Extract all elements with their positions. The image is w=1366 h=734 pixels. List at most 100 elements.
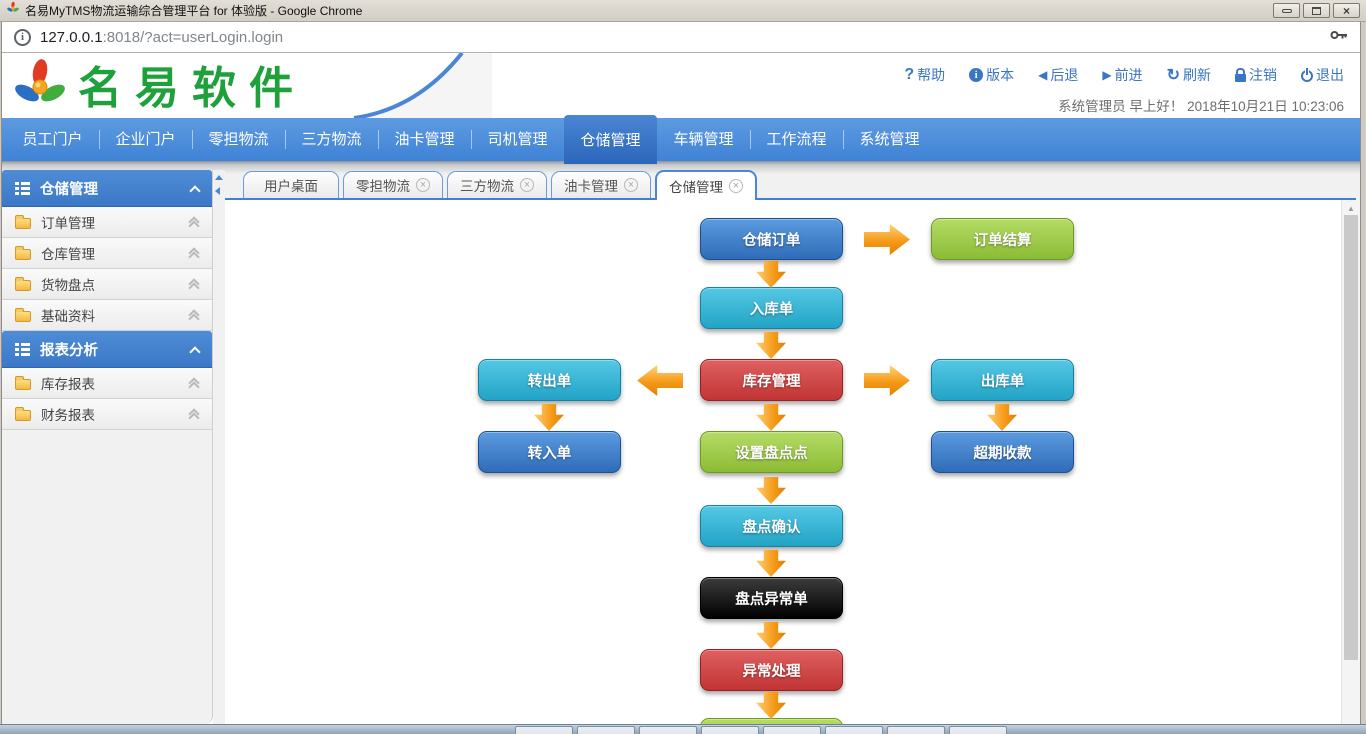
sidebar-item[interactable]: 基础资料 [2,300,212,331]
sidebar-item[interactable]: 订单管理 [2,207,212,238]
vertical-scrollbar[interactable]: ▲ [1341,200,1360,724]
flow-node-kucun-guanli[interactable]: 库存管理 [700,359,843,401]
flow-arrow-down-icon [534,404,564,431]
header-link-forward[interactable]: ▶前进 [1102,65,1142,85]
double-chevron-up-icon [189,409,199,420]
sidebar-item[interactable]: 财务报表 [2,399,212,430]
nav-item-3[interactable]: 零担物流 [192,118,285,161]
header-link-help[interactable]: ?帮助 [904,65,945,85]
tab-strip-underline [225,198,1356,200]
window-frame-right [1360,22,1366,724]
header-link-lock[interactable]: 注销 [1235,65,1277,85]
flow-node-zhuanchudan[interactable]: 转出单 [478,359,621,401]
folder-icon [15,215,31,229]
flow-node-chukudan[interactable]: 出库单 [931,359,1074,401]
header-link-refresh[interactable]: ↻刷新 [1167,65,1211,85]
back-icon: ◀ [1038,68,1048,82]
tab-3[interactable]: 三方物流 [447,171,547,198]
flow-node-yichang-chuli[interactable]: 异常处理 [700,649,843,691]
taskbar-button[interactable] [577,726,635,734]
window-titlebar[interactable]: 名易MyTMS物流运输综合管理平台 for 体验版 - Google Chrom… [0,0,1366,22]
flow-node-pandian-yichang[interactable]: 盘点异常单 [700,577,843,619]
sidebar-section-header-2[interactable]: 报表分析 [2,331,212,368]
flow-node-shezhi-pandian[interactable]: 设置盘点点 [700,431,843,473]
nav-item-2[interactable]: 企业门户 [99,118,192,161]
sidebar-item-label: 仓库管理 [41,247,95,262]
flow-node-dingdan-jiesuan[interactable]: 订单结算 [931,218,1074,260]
info-circle-icon[interactable]: i [14,28,31,46]
sidebar-item-label: 货物盘点 [41,278,95,293]
sidebar-item[interactable]: 库存报表 [2,368,212,399]
folder-icon [15,308,31,322]
sidebar-splitter[interactable] [213,170,225,724]
folder-icon [15,376,31,390]
flow-node-chaoqi-shoukuan[interactable]: 超期收款 [931,431,1074,473]
sidebar-item-label: 财务报表 [41,408,95,423]
nav-item-4[interactable]: 三方物流 [285,118,378,161]
chevron-up-icon [189,345,201,358]
header-link-back[interactable]: ◀后退 [1038,65,1078,85]
taskbar-button[interactable] [515,726,573,734]
app-favicon-icon [6,1,20,20]
nav-item-10[interactable]: 系统管理 [843,118,936,161]
nav-item-5[interactable]: 油卡管理 [378,118,471,161]
nav-item-6[interactable]: 司机管理 [471,118,564,161]
sidebar-section-header-1[interactable]: 仓储管理 [2,170,212,207]
flow-node-zhuanrudan[interactable]: 转入单 [478,431,621,473]
sidebar-section-title: 仓储管理 [40,181,98,198]
nav-item-1[interactable]: 员工门户 [22,131,83,148]
maximize-button[interactable] [1303,3,1330,18]
login-status-text: 系统管理员 早上好！ 2018年10月21日 10:23:06 [1058,99,1344,114]
logo: 名易软件 [12,56,306,121]
tab-2[interactable]: 零担物流 [343,171,443,198]
folder-icon [15,407,31,421]
chevron-up-icon [189,184,201,197]
tab-4[interactable]: 油卡管理 [551,171,651,198]
tab-close-icon[interactable] [520,178,534,192]
close-button[interactable]: × [1333,3,1360,18]
taskbar-button[interactable] [825,726,883,734]
flow-node-cangchu-dingdan[interactable]: 仓储订单 [700,218,843,260]
tab-label: 零担物流 [356,179,410,194]
splitter-up-icon[interactable] [215,175,223,180]
tab-close-icon[interactable] [624,178,638,192]
minimize-button[interactable] [1273,3,1300,18]
address-bar[interactable]: i 127.0.0.1:8018/?act=userLogin.login [2,22,1360,53]
tab-5[interactable]: 仓储管理 [655,170,757,200]
tab-close-icon[interactable] [729,179,743,193]
nav-item-8[interactable]: 车辆管理 [673,131,734,148]
minimize-icon [1281,8,1292,13]
taskbar-button[interactable] [639,726,697,734]
taskbar-button[interactable] [763,726,821,734]
scrollbar-thumb[interactable] [1344,215,1358,660]
sidebar: 仓储管理订单管理仓库管理货物盘点基础资料报表分析库存报表财务报表 [2,170,213,724]
flow-arrow-left-icon [637,365,683,396]
tab-label: 三方物流 [460,179,514,194]
header-link-power[interactable]: 退出 [1301,65,1344,85]
splitter-collapse-icon[interactable] [215,187,220,195]
windows-taskbar[interactable] [0,724,1366,734]
double-chevron-up-icon [189,279,199,290]
sidebar-item[interactable]: 货物盘点 [2,269,212,300]
flow-node-rukudan[interactable]: 入库单 [700,287,843,329]
taskbar-button[interactable] [949,726,1007,734]
double-chevron-up-icon [189,378,199,389]
flow-arrow-right-icon [864,224,910,255]
scroll-up-icon[interactable]: ▲ [1347,203,1355,213]
url-text[interactable]: 127.0.0.1:8018/?act=userLogin.login [40,28,284,46]
sidebar-item[interactable]: 仓库管理 [2,238,212,269]
flow-node-pandian-queren[interactable]: 盘点确认 [700,505,843,547]
nav-item-7[interactable]: 仓储管理 [564,115,657,164]
taskbar-button[interactable] [887,726,945,734]
taskbar-button[interactable] [701,726,759,734]
nav-item-9[interactable]: 工作流程 [750,118,843,161]
sidebar-item-label: 订单管理 [41,216,95,231]
tab-1[interactable]: 用户桌面 [243,171,339,198]
tab-label: 仓储管理 [669,180,723,195]
double-chevron-up-icon [189,217,199,228]
tab-close-icon[interactable] [416,178,430,192]
